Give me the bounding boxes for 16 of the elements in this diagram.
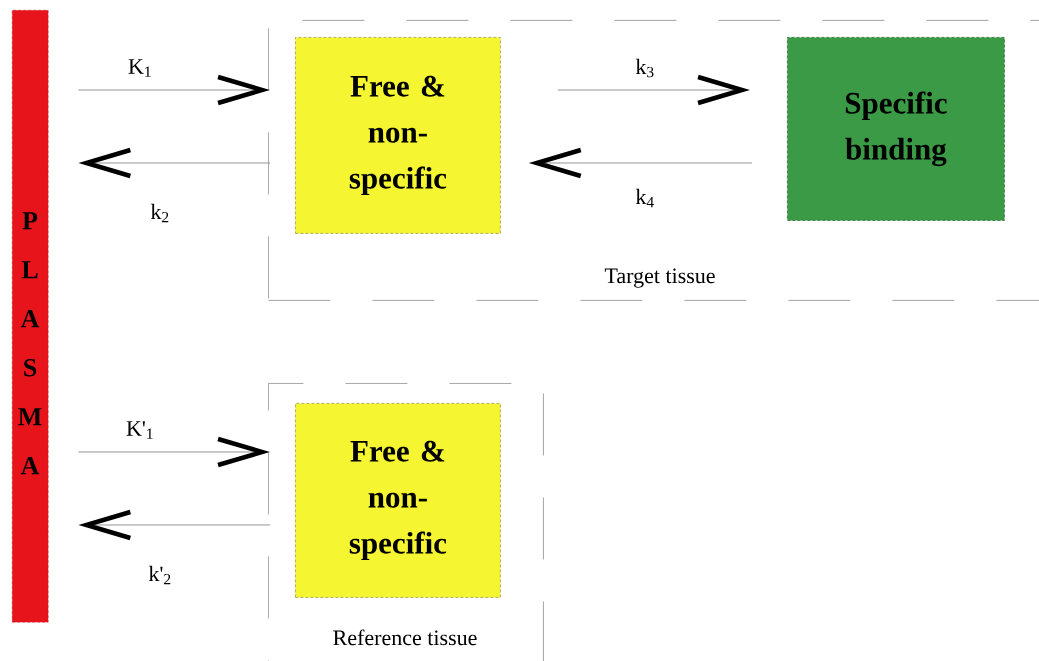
compartment-box: Free & non-specific xyxy=(295,37,501,234)
rate-constant-label: k'$_{2}$ xyxy=(148,565,171,585)
rate-constant-label: k$_{2}$ xyxy=(150,203,169,223)
arrow xyxy=(557,74,750,106)
compartment-box: Free & non-specific xyxy=(295,403,501,598)
rate-constant-label: k$_{4}$ xyxy=(635,188,654,208)
arrow xyxy=(77,436,270,468)
arrow xyxy=(78,147,271,179)
arrow xyxy=(528,147,753,179)
rate-constant-label: K'$_{1}$ xyxy=(126,421,153,439)
plasma-bar: PLASMA xyxy=(12,10,49,623)
arrow xyxy=(77,74,270,106)
rate-constant-label: K$_{1}$ xyxy=(128,59,151,77)
compartment-box: Specific binding xyxy=(787,37,1005,221)
arrow xyxy=(78,509,271,541)
rate-constant-label: k$_{3}$ xyxy=(635,58,654,78)
